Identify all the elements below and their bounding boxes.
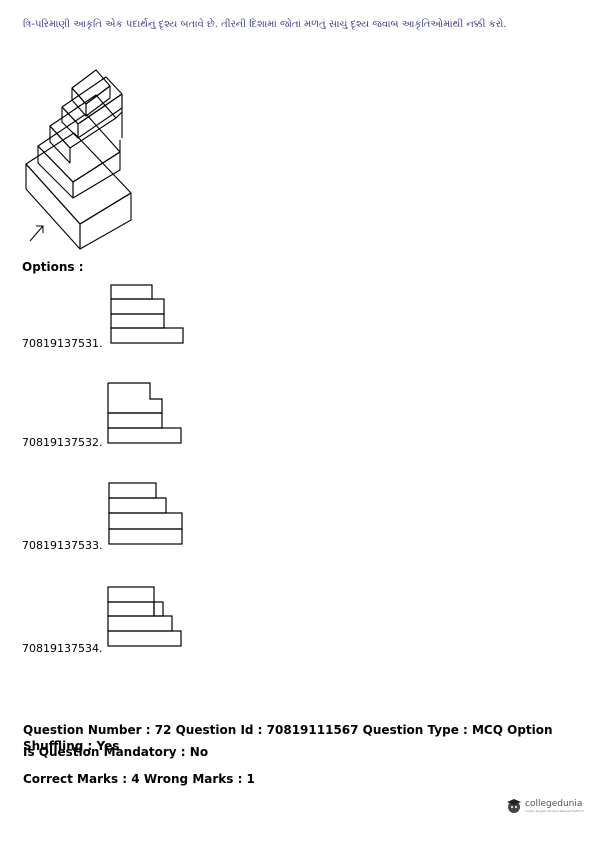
graduate-avatar-icon <box>507 799 521 813</box>
logo-name: collegedunia <box>525 799 583 809</box>
question-meta-line1: Question Number : 72 Question Id : 70819… <box>23 723 553 753</box>
option-4-figure <box>107 586 182 647</box>
option-4-id[interactable]: 70819137534. <box>22 642 103 655</box>
options-label: Options : <box>22 260 84 274</box>
view-direction-arrow <box>29 225 44 242</box>
question-meta-line2: Is Question Mandatory : No <box>23 745 209 759</box>
option-3-id[interactable]: 70819137533. <box>22 539 103 552</box>
staircase-3d-figure <box>25 69 132 250</box>
option-2-figure <box>107 382 182 444</box>
question-text: ત્રિ-પરિમાણી આકૃતિ એક પદાર્થનું દૃશ્ય બત… <box>23 19 507 30</box>
logo-tagline: India's largest Student Review Platform <box>525 809 585 813</box>
option-1-id[interactable]: 70819137531. <box>22 337 103 350</box>
collegedunia-logo: collegedunia India's largest Student Rev… <box>505 797 584 815</box>
option-1-figure <box>110 284 184 344</box>
option-2-id[interactable]: 70819137532. <box>22 436 103 449</box>
option-3-figure <box>108 482 183 545</box>
question-meta-line3: Correct Marks : 4 Wrong Marks : 1 <box>23 772 255 786</box>
